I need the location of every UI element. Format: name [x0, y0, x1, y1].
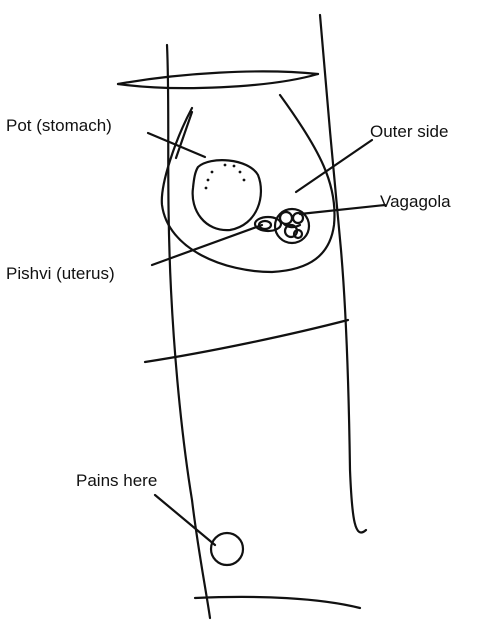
pain-circle [211, 533, 243, 565]
stomach-oval [193, 160, 261, 230]
label-outer-side: Outer side [370, 122, 448, 141]
stomach-dots [205, 164, 246, 190]
label-pishvi: Pishvi (uterus) [6, 264, 115, 283]
torso-right-edge [320, 15, 366, 533]
vagagola-leader [300, 205, 385, 214]
pains-leader [155, 495, 215, 545]
torso-top-line [118, 71, 318, 84]
torso-bottom-line [195, 597, 360, 608]
label-pains: Pains here [76, 471, 157, 490]
torso-top-line-curve [118, 74, 318, 88]
pishvi-shape [255, 217, 281, 231]
torso-outline [118, 15, 366, 618]
label-vagagola: Vagagola [380, 192, 451, 211]
label-pot: Pot (stomach) [6, 116, 112, 135]
torso-left-edge [167, 45, 210, 618]
